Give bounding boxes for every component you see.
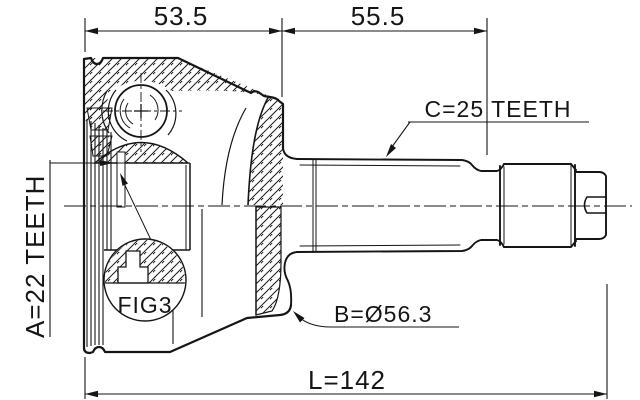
label-outer-diameter: B=Ø56.3 bbox=[293, 301, 459, 328]
housing-section-hatch bbox=[85, 58, 283, 316]
snap-ring-slot bbox=[583, 196, 606, 214]
label-inner-spline: A=22 TEETH bbox=[20, 160, 190, 338]
shaft bbox=[282, 147, 607, 306]
housing-outline bbox=[82, 56, 293, 355]
housing-inner-wall bbox=[221, 95, 270, 206]
spline-bore-lines bbox=[86, 119, 203, 347]
fig3-label: FIG3 bbox=[117, 292, 172, 318]
dimension-53-5-label: 53.5 bbox=[154, 1, 209, 31]
label-outer-spline: C=25 TEETH bbox=[386, 96, 589, 157]
dimension-55-5-label: 55.5 bbox=[351, 1, 406, 31]
dimension-length bbox=[84, 284, 608, 399]
fig3-detail: FIG3 bbox=[103, 173, 187, 322]
dimension-length-label: L=142 bbox=[308, 365, 386, 395]
ball-center-marks bbox=[103, 73, 182, 152]
dimension-53-5 bbox=[84, 18, 283, 97]
dimension-55-5 bbox=[282, 18, 488, 155]
inner-spline-label: A=22 TEETH bbox=[20, 175, 50, 338]
snap-ring-groove-pocket bbox=[116, 151, 126, 208]
outer-spline-label: C=25 TEETH bbox=[425, 96, 572, 122]
ball-bearing bbox=[101, 84, 177, 142]
outer-diameter-label: B=Ø56.3 bbox=[334, 301, 432, 327]
